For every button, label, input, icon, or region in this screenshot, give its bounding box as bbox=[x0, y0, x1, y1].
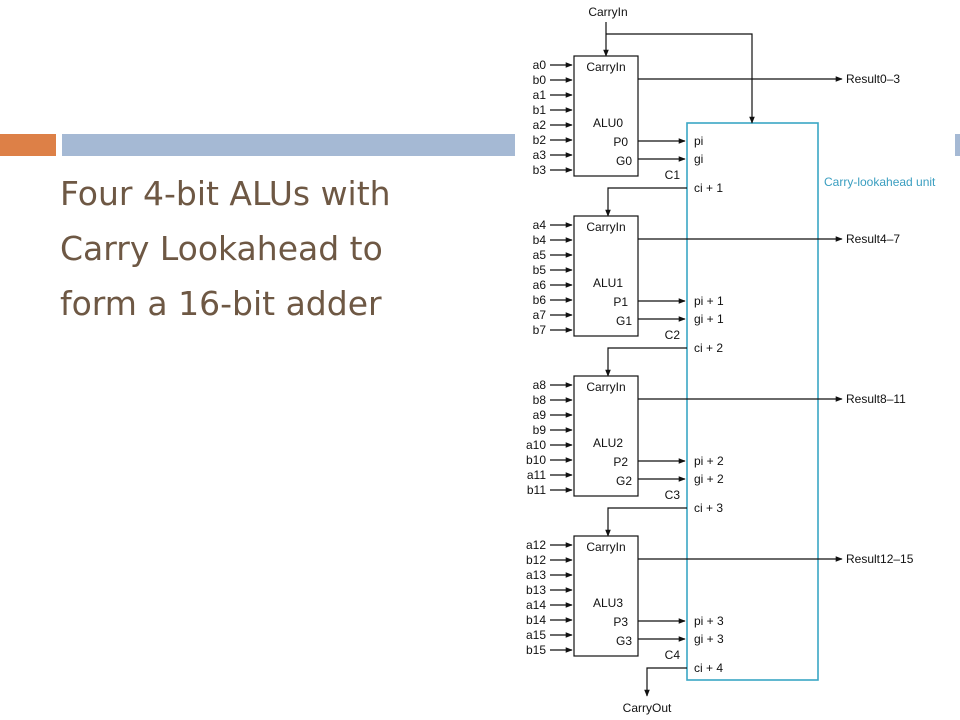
carry-wire bbox=[605, 187, 687, 217]
accent-bar-tail bbox=[955, 134, 960, 156]
carry-lookahead-unit bbox=[686, 122, 819, 681]
alu-input-label: a12 bbox=[526, 538, 546, 552]
carry-label: C1 bbox=[665, 168, 681, 182]
cla-p-label: pi + 2 bbox=[694, 454, 724, 468]
alu-input-label: a13 bbox=[526, 568, 546, 582]
alu-name: ALU3 bbox=[593, 596, 623, 610]
alu-input-label: a10 bbox=[526, 438, 546, 452]
alu-input-label: b15 bbox=[526, 643, 546, 657]
cla-g-label: gi bbox=[694, 152, 703, 166]
alu-block bbox=[573, 375, 639, 497]
alu-p-label: P2 bbox=[613, 455, 628, 469]
alu-input-label: b8 bbox=[533, 393, 547, 407]
alu-input-label: a6 bbox=[533, 278, 547, 292]
alu-result-label: Result4–7 bbox=[846, 232, 900, 246]
alu-name: ALU2 bbox=[593, 436, 623, 450]
alu-input-label: b1 bbox=[533, 103, 547, 117]
alu-g-label: G2 bbox=[616, 474, 632, 488]
cla-c-label: ci + 4 bbox=[694, 661, 723, 675]
title-line: form a 16-bit adder bbox=[60, 284, 382, 323]
carry-in-to-cla-wire bbox=[606, 33, 755, 124]
alu-g-label: G0 bbox=[616, 154, 632, 168]
alu-p-label: P3 bbox=[613, 615, 628, 629]
carry-wire bbox=[605, 507, 687, 537]
carry-in-top-label: CarryIn bbox=[588, 5, 627, 19]
alu-g-label: G3 bbox=[616, 634, 632, 648]
alu-input-label: a0 bbox=[533, 58, 547, 72]
alu-input-label: b10 bbox=[526, 453, 546, 467]
cla-label: Carry-lookahead unit bbox=[824, 175, 936, 189]
cla-c-label: ci + 1 bbox=[694, 181, 723, 195]
alu-input-label: b6 bbox=[533, 293, 547, 307]
alu-block bbox=[573, 55, 639, 177]
alu-input-label: b5 bbox=[533, 263, 547, 277]
alu-g-label: G1 bbox=[616, 314, 632, 328]
alu-input-label: b4 bbox=[533, 233, 547, 247]
alu-input-label: a2 bbox=[533, 118, 547, 132]
cla-p-label: pi bbox=[694, 134, 703, 148]
alu-input-label: a4 bbox=[533, 218, 547, 232]
cla-p-label: pi + 3 bbox=[694, 614, 724, 628]
cla-g-label: gi + 3 bbox=[694, 632, 724, 646]
alu-block bbox=[573, 215, 639, 337]
carry-out-wire bbox=[644, 667, 687, 697]
alu-input-label: b3 bbox=[533, 163, 547, 177]
alu-input-label: a7 bbox=[533, 308, 547, 322]
cla-p-label: pi + 1 bbox=[694, 294, 724, 308]
alu-carry-in-label: CarryIn bbox=[586, 380, 625, 394]
alu-input-label: b0 bbox=[533, 73, 547, 87]
alu-input-label: b11 bbox=[527, 483, 546, 497]
alu-input-label: b7 bbox=[533, 323, 547, 337]
alu-input-label: a8 bbox=[533, 378, 547, 392]
carry-label: C4 bbox=[665, 648, 681, 662]
alu-input-label: a3 bbox=[533, 148, 547, 162]
alu-input-label: b14 bbox=[526, 613, 546, 627]
title-line: Four 4-bit ALUs with bbox=[60, 174, 391, 213]
alu-input-label: a5 bbox=[533, 248, 547, 262]
carry-label: C3 bbox=[665, 488, 681, 502]
alu-input-label: a11 bbox=[527, 468, 546, 482]
alu-p-label: P0 bbox=[613, 135, 628, 149]
title-line: Carry Lookahead to bbox=[60, 229, 383, 268]
cla-c-label: ci + 2 bbox=[694, 341, 723, 355]
carry-label: C2 bbox=[665, 328, 681, 342]
alu-block bbox=[573, 535, 639, 657]
alu-result-label: Result0–3 bbox=[846, 72, 900, 86]
cla-g-label: gi + 2 bbox=[694, 472, 724, 486]
slide-title: Four 4-bit ALUs with Carry Lookahead to … bbox=[60, 166, 480, 331]
alu-input-label: b13 bbox=[526, 583, 546, 597]
alu-input-label: a14 bbox=[526, 598, 546, 612]
alu-result-label: Result12–15 bbox=[846, 552, 914, 566]
alu-input-label: a9 bbox=[533, 408, 547, 422]
alu-name: ALU0 bbox=[593, 116, 623, 130]
alu-carry-in-label: CarryIn bbox=[586, 220, 625, 234]
alu-result-label: Result8–11 bbox=[846, 392, 906, 406]
alu-input-label: a15 bbox=[526, 628, 546, 642]
alu-input-label: b9 bbox=[533, 423, 547, 437]
alu-input-label: b2 bbox=[533, 133, 547, 147]
cla-c-label: ci + 3 bbox=[694, 501, 723, 515]
alu-input-label: b12 bbox=[526, 553, 546, 567]
alu-carry-in-label: CarryIn bbox=[586, 60, 625, 74]
alu-input-label: a1 bbox=[533, 88, 547, 102]
alu-p-label: P1 bbox=[613, 295, 628, 309]
carry-wire bbox=[605, 347, 687, 377]
accent-bar-orange bbox=[0, 134, 56, 156]
alu-name: ALU1 bbox=[593, 276, 623, 290]
alu-carry-in-label: CarryIn bbox=[586, 540, 625, 554]
carry-out-label: CarryOut bbox=[623, 701, 672, 715]
cla-g-label: gi + 1 bbox=[694, 312, 724, 326]
